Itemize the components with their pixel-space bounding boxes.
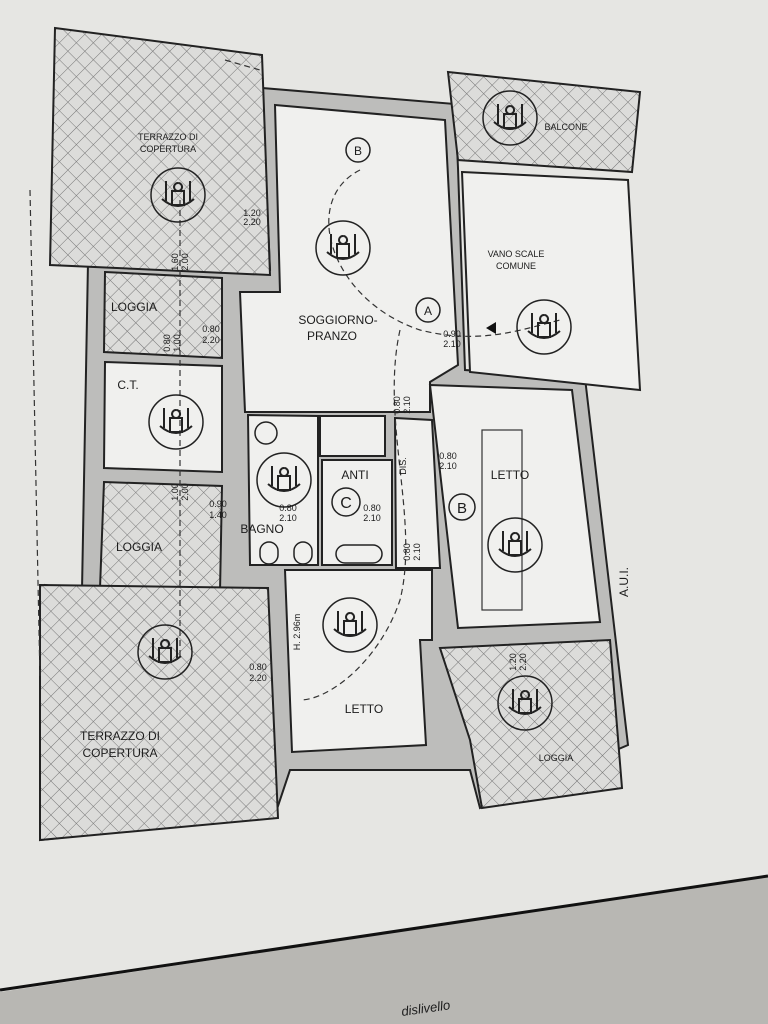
- svg-text:2.10: 2.10: [402, 396, 412, 414]
- room-label: DIS.: [398, 457, 408, 475]
- turning-path: [29, 59, 261, 681]
- room-dis: [393, 416, 442, 569]
- svg-text:A: A: [424, 304, 432, 318]
- terrace-bottom: [39, 583, 280, 842]
- room-label: BAGNO: [240, 522, 283, 536]
- paper-edge: [0, 874, 768, 992]
- svg-text:2.20: 2.20: [518, 653, 528, 671]
- svg-text:1.40: 1.40: [209, 510, 227, 520]
- svg-text:C: C: [340, 495, 352, 512]
- svg-text:2.10: 2.10: [412, 543, 422, 561]
- background-table: [0, 876, 768, 1024]
- svg-text:0.90: 0.90: [209, 499, 227, 509]
- loggia-top: [102, 270, 223, 360]
- terrace-top: [48, 26, 272, 277]
- room-label: LOGGIA: [116, 540, 162, 554]
- room-label: LOGGIA: [539, 753, 574, 763]
- svg-text:2.20: 2.20: [243, 217, 261, 227]
- svg-text:0.80: 0.80: [402, 543, 412, 561]
- bidet: [259, 541, 279, 565]
- height-note: H. 2.96m: [292, 614, 302, 651]
- svg-text:1.00: 1.00: [170, 483, 180, 501]
- room-label: BALCONE: [544, 122, 587, 132]
- svg-text:2.20: 2.20: [202, 335, 220, 345]
- svg-text:B: B: [354, 144, 362, 158]
- svg-text:0.80: 0.80: [392, 396, 402, 414]
- svg-text:1.20: 1.20: [243, 208, 261, 218]
- room-label: COMUNE: [496, 261, 536, 271]
- bathtub: [335, 544, 383, 564]
- room-label: TERRAZZO DI: [138, 132, 198, 142]
- marker-a: A: [415, 297, 441, 323]
- room-label: VANO SCALE: [488, 249, 545, 259]
- room-label: COPERTURA: [140, 144, 196, 154]
- svg-text:2.00: 2.00: [180, 253, 190, 271]
- room-anti: [321, 459, 393, 566]
- svg-text:0.80: 0.80: [439, 451, 457, 461]
- room-label: TERRAZZO DI: [80, 729, 160, 743]
- svg-text:2.20: 2.20: [249, 673, 267, 683]
- svg-text:2.10: 2.10: [439, 461, 457, 471]
- loggia-mid: [98, 480, 224, 594]
- room-letto-bottom: [283, 569, 433, 754]
- svg-text:0.80: 0.80: [279, 503, 297, 513]
- marker-b: B: [448, 493, 476, 521]
- svg-text:B: B: [457, 500, 467, 517]
- svg-text:0.80: 0.80: [363, 503, 381, 513]
- svg-text:1.60: 1.60: [170, 253, 180, 271]
- room-label: COPERTURA: [82, 746, 157, 760]
- room-label: C.T.: [117, 378, 138, 392]
- room-vano-scale: [460, 170, 642, 392]
- svg-text:2.00: 2.00: [180, 483, 190, 501]
- room-label: LETTO: [345, 702, 383, 716]
- wardrobe: [481, 429, 523, 611]
- svg-text:0.80: 0.80: [249, 662, 267, 672]
- svg-text:0.80: 0.80: [162, 334, 172, 352]
- svg-text:0.90: 0.90: [443, 329, 461, 339]
- room-anti-store: [319, 415, 386, 457]
- aui-label: A.U.I.: [617, 567, 631, 597]
- turning-path: [328, 169, 561, 337]
- svg-text:2.10: 2.10: [443, 339, 461, 349]
- room-letto-right: [428, 383, 602, 630]
- footer-note: dislivello: [400, 997, 451, 1019]
- svg-text:2.10: 2.10: [279, 513, 297, 523]
- toilet: [293, 541, 313, 565]
- svg-text:1.20: 1.20: [508, 653, 518, 671]
- room-label: SOGGIORNO-: [298, 313, 377, 327]
- svg-text:0.80: 0.80: [202, 324, 220, 334]
- entrance-arrow-icon: [486, 322, 496, 334]
- room-label: LOGGIA: [111, 300, 157, 314]
- svg-text:1.00: 1.00: [172, 334, 182, 352]
- svg-text:2.10: 2.10: [363, 513, 381, 523]
- room-label: ANTI: [341, 468, 368, 482]
- sink: [254, 421, 278, 445]
- marker-c: C: [331, 487, 361, 517]
- room-label: LETTO: [491, 468, 529, 482]
- loggia-bottom: [438, 638, 624, 810]
- marker-b: B: [345, 137, 371, 163]
- room-label: PRANZO: [307, 329, 357, 343]
- balcone: [446, 70, 642, 174]
